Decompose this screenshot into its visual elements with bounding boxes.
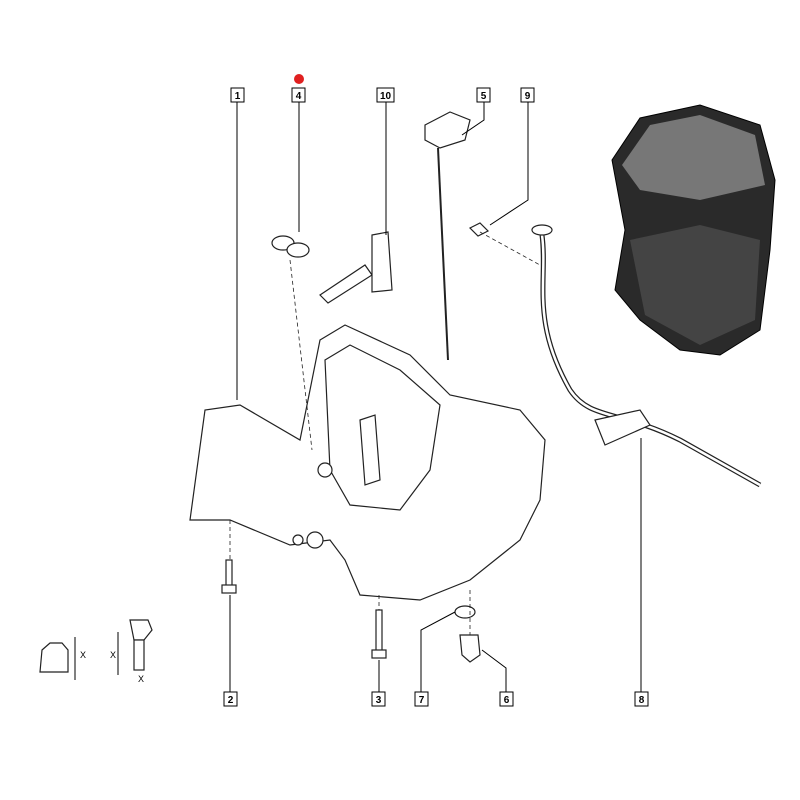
callout-1[interactable]: 1 (230, 87, 245, 103)
thread-length-legend: X X X (39, 619, 153, 684)
dipstick (424, 111, 471, 361)
leader-lines (229, 102, 642, 692)
highlight-marker (294, 74, 304, 84)
dimension-label-2: X (110, 650, 116, 660)
callout-label: 6 (504, 695, 510, 706)
callout-3[interactable]: 3 (371, 691, 386, 707)
callout-label: 10 (380, 91, 392, 102)
engine-illustration (611, 104, 776, 356)
callout-label: 2 (228, 695, 234, 706)
callout-5[interactable]: 5 (476, 87, 491, 103)
callout-6[interactable]: 6 (499, 691, 514, 707)
callout-label: 7 (419, 695, 425, 706)
callout-10[interactable]: 10 (376, 87, 395, 103)
callout-label: 5 (481, 91, 487, 102)
dimension-label-3: X (138, 674, 144, 684)
dipstick-guide-tube (468, 222, 762, 488)
callout-7[interactable]: 7 (414, 691, 429, 707)
oil-level-sensor (319, 231, 393, 304)
dimension-label: X (80, 650, 86, 660)
callout-label: 8 (639, 695, 645, 706)
callout-label: 4 (296, 91, 302, 102)
oil-pan (189, 324, 546, 601)
callout-4[interactable]: 4 (291, 87, 306, 103)
callout-label: 3 (376, 695, 382, 706)
callout-label: 9 (525, 91, 531, 102)
callout-8[interactable]: 8 (634, 691, 649, 707)
callout-label: 1 (235, 91, 241, 102)
bolts (221, 559, 481, 663)
o-ring-seals (271, 235, 310, 258)
callout-9[interactable]: 9 (520, 87, 535, 103)
callout-2[interactable]: 2 (223, 691, 238, 707)
